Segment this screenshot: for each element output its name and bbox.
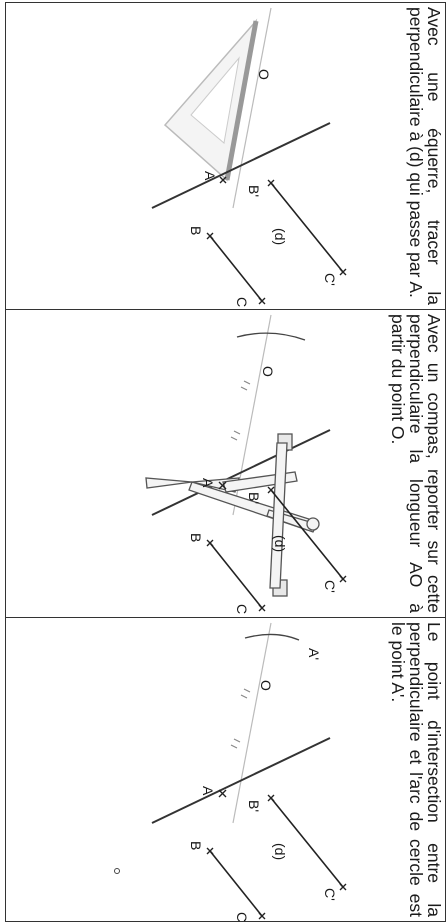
step-3-instruction: Le point d'intersection entre la perpend… [388, 622, 444, 917]
label-c-prime: C' [322, 888, 338, 901]
label-a: A [202, 171, 218, 181]
label-b: B [188, 533, 204, 542]
segment-bprime-cprime [270, 797, 344, 888]
compass-icon [145, 433, 320, 597]
segment-bprime-cprime [270, 182, 344, 273]
label-a-prime: A' [306, 648, 322, 660]
compass-point-mark [114, 868, 120, 874]
label-o: O [258, 680, 274, 691]
step-2-figure: A O B C B' C' (d) [145, 314, 347, 614]
label-line-d: (d) [272, 535, 288, 552]
label-c: C [234, 604, 250, 614]
segment-bc [209, 235, 263, 302]
label-b: B [188, 841, 204, 850]
label-c: C [234, 297, 250, 307]
perpendicular-line [232, 7, 272, 209]
label-line-d: (d) [272, 843, 288, 860]
segment-bc [209, 542, 263, 609]
label-c-prime: C' [322, 273, 338, 286]
compass-arc [244, 633, 300, 641]
label-c: C [234, 912, 250, 922]
label-line-d: (d) [272, 228, 288, 245]
label-b: B [188, 226, 204, 235]
segment-bprime-cprime [270, 489, 344, 580]
label-o: O [256, 69, 272, 80]
segment-bc [209, 850, 263, 917]
step-3-panel: Le point d'intersection entre la perpend… [5, 617, 446, 922]
label-b-prime: B' [246, 800, 262, 812]
step-1-panel: Avec une équerre, tracer la perpendicula… [5, 2, 446, 310]
label-a: A [200, 478, 216, 488]
step-1-figure: A O B C B' C' (d) [151, 7, 347, 307]
step-2-panel: Avec un compas, reporter sur cette perpe… [5, 309, 446, 618]
line-d [151, 429, 331, 516]
perpendicular-line [232, 622, 272, 824]
label-b-prime: B' [246, 492, 262, 504]
label-a: A [200, 786, 216, 796]
label-b-prime: B' [246, 185, 262, 197]
step-1-instruction: Avec une équerre, tracer la perpendicula… [406, 7, 444, 305]
step-3-figure: A A' O B C B' C' (d) [114, 622, 347, 922]
label-c-prime: C' [322, 580, 338, 593]
step-2-instruction: Avec un compas, reporter sur cette perpe… [388, 314, 444, 613]
compass-arc [236, 332, 306, 341]
line-d [151, 737, 331, 824]
set-square-icon [163, 18, 259, 182]
label-o: O [260, 366, 276, 377]
line-d [151, 122, 331, 209]
